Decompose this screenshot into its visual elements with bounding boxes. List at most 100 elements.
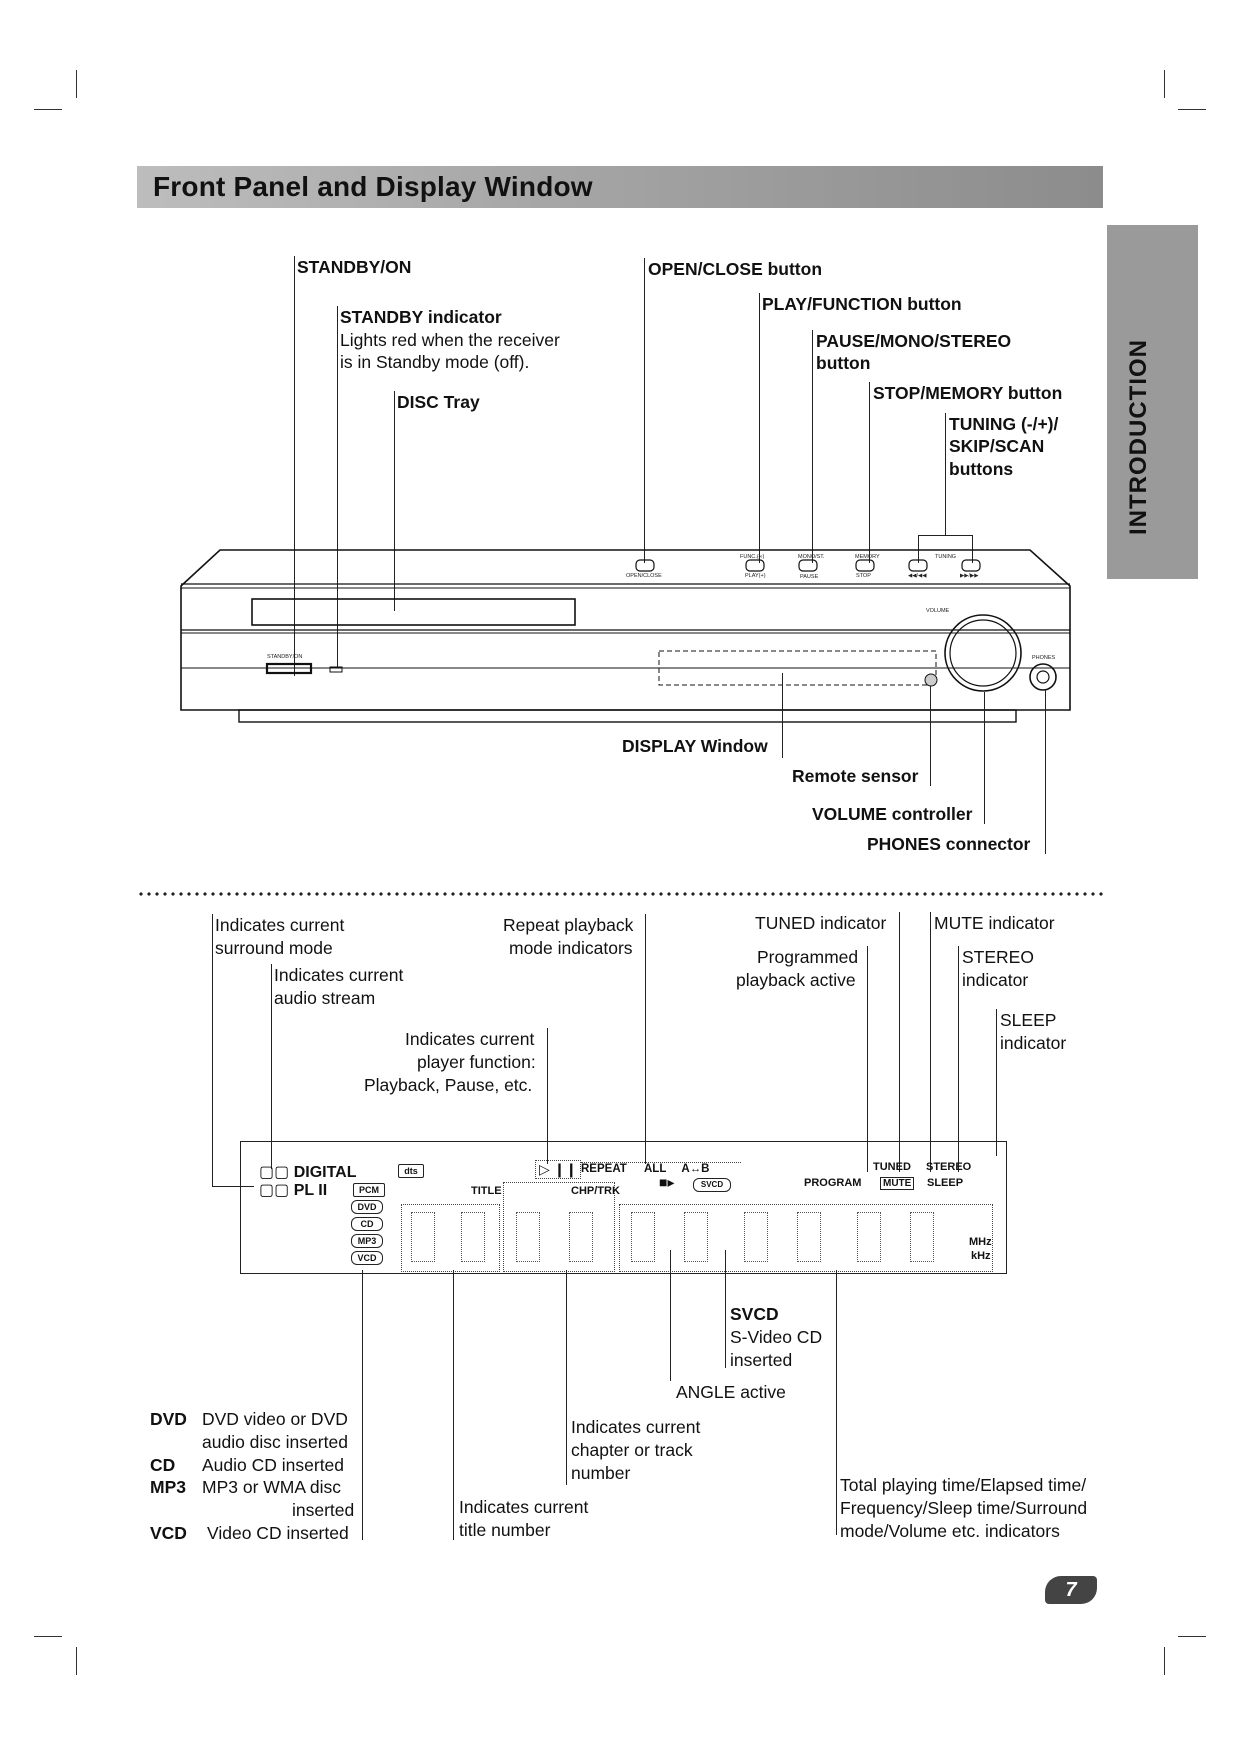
annot-function-1: Indicates current bbox=[405, 1029, 535, 1049]
leader-line bbox=[759, 293, 761, 563]
device-text-volume: VOLUME bbox=[926, 608, 950, 614]
annot-title-2: title number bbox=[459, 1520, 551, 1540]
label-phones-connector: PHONES connector bbox=[867, 834, 1031, 854]
device-text-memory: MEMORY bbox=[855, 554, 880, 560]
svcd-indicator: SVCD bbox=[693, 1178, 731, 1192]
leader-line bbox=[899, 912, 901, 1172]
digit-segment bbox=[516, 1212, 540, 1262]
leader-line bbox=[996, 1009, 998, 1156]
pl2-text: PL II bbox=[293, 1182, 328, 1199]
leader-line bbox=[918, 535, 920, 563]
disc-desc-mp3-1: MP3 or WMA disc bbox=[202, 1477, 342, 1497]
dolby-icon: ▢▢ bbox=[259, 1182, 290, 1199]
annot-total-1: Total playing time/Elapsed time/ bbox=[840, 1475, 1087, 1495]
leader-line bbox=[930, 686, 932, 786]
annot-sleep-2: indicator bbox=[1000, 1033, 1067, 1053]
device-text-func: FUNC.(∞) bbox=[740, 554, 765, 560]
annot-repeat-1: Repeat playback bbox=[503, 915, 634, 935]
annot-function-3: Playback, Pause, etc. bbox=[364, 1075, 533, 1095]
standby-desc-2: is in Standby mode (off). bbox=[340, 352, 530, 372]
annot-surround-2: surround mode bbox=[215, 938, 333, 958]
leader-line bbox=[869, 382, 871, 563]
crop-mark bbox=[1178, 109, 1206, 111]
main-digits-area bbox=[619, 1204, 993, 1272]
disc-desc-dvd-1: DVD video or DVD bbox=[202, 1409, 348, 1429]
label-standby-indicator: STANDBY indicator bbox=[340, 307, 502, 327]
angle-icon: ■▸ bbox=[659, 1174, 675, 1190]
label-open-close: OPEN/CLOSE button bbox=[648, 259, 823, 279]
title-indicator: TITLE bbox=[471, 1185, 502, 1197]
receiver-front-drawing bbox=[180, 549, 1071, 723]
annot-mute: MUTE indicator bbox=[934, 913, 1055, 933]
dolby-pl2-indicator: ▢▢ PL II bbox=[259, 1180, 327, 1200]
digital-text: DIGITAL bbox=[293, 1164, 357, 1181]
leader-line bbox=[930, 912, 932, 1172]
page-number: 7 bbox=[1045, 1576, 1097, 1604]
title-digits-area bbox=[401, 1204, 500, 1272]
sleep-indicator: SLEEP bbox=[927, 1177, 964, 1189]
leader-line bbox=[212, 1186, 254, 1188]
repeat-ab-text: A↔B bbox=[681, 1163, 710, 1175]
digit-segment bbox=[797, 1212, 821, 1262]
label-tuning-3: buttons bbox=[949, 459, 1014, 479]
annot-stereo-1: STEREO bbox=[962, 947, 1034, 967]
chp-trk-indicator: CHP/TRK bbox=[571, 1185, 620, 1197]
label-tuning-1: TUNING (-/+)/ bbox=[949, 414, 1059, 434]
side-tab: INTRODUCTION bbox=[1107, 225, 1198, 579]
annot-svcd-1: S-Video CD bbox=[730, 1327, 823, 1347]
standby-desc-1: Lights red when the receiver bbox=[340, 330, 560, 350]
vcd-indicator: VCD bbox=[351, 1251, 383, 1265]
label-play-function: PLAY/FUNCTION button bbox=[762, 294, 962, 314]
label-pause-mono-stereo-2: button bbox=[816, 353, 871, 373]
crop-mark bbox=[34, 109, 62, 111]
label-remote-sensor: Remote sensor bbox=[792, 766, 919, 786]
digit-segment bbox=[744, 1212, 768, 1262]
mhz-indicator: MHz bbox=[969, 1236, 992, 1248]
leader-line bbox=[566, 1270, 568, 1485]
disc-key-mp3: MP3 bbox=[150, 1477, 186, 1497]
device-text-standby-on: STANDBY/ON bbox=[267, 654, 303, 660]
repeat-all-text: ALL bbox=[644, 1163, 667, 1175]
device-text-play: PLAY(+) bbox=[745, 573, 766, 579]
dolby-icon: ▢▢ bbox=[259, 1164, 290, 1181]
device-text-open-close: OPEN/CLOSE bbox=[626, 573, 662, 579]
annot-angle: ANGLE active bbox=[676, 1382, 786, 1402]
annot-svcd-2: inserted bbox=[730, 1350, 793, 1370]
annot-chapter-3: number bbox=[571, 1463, 631, 1483]
stereo-indicator: STEREO bbox=[926, 1161, 972, 1173]
annot-programmed-2: playback active bbox=[736, 970, 856, 990]
digit-segment bbox=[569, 1212, 593, 1262]
crop-mark bbox=[1164, 70, 1166, 98]
leader-line bbox=[644, 258, 646, 563]
leader-line bbox=[362, 1270, 364, 1540]
tuned-indicator: TUNED bbox=[873, 1161, 911, 1173]
program-indicator: PROGRAM bbox=[804, 1177, 862, 1189]
cd-indicator: CD bbox=[351, 1217, 383, 1231]
device-text-stop: STOP bbox=[856, 573, 871, 579]
label-tuning-2: SKIP/SCAN bbox=[949, 436, 1045, 456]
mute-indicator: MUTE bbox=[880, 1177, 915, 1190]
leader-line bbox=[212, 914, 214, 1186]
digit-segment bbox=[411, 1212, 435, 1262]
annot-chapter-2: chapter or track bbox=[571, 1440, 693, 1460]
annot-audio-1: Indicates current bbox=[274, 965, 404, 985]
leader-line bbox=[725, 1250, 727, 1368]
label-stop-memory: STOP/MEMORY button bbox=[873, 383, 1063, 403]
annot-audio-2: audio stream bbox=[274, 988, 376, 1008]
mp3-indicator: MP3 bbox=[351, 1234, 383, 1248]
disc-key-dvd: DVD bbox=[150, 1409, 187, 1429]
disc-key-vcd: VCD bbox=[150, 1523, 187, 1543]
leader-line bbox=[945, 413, 947, 535]
annot-programmed-1: Programmed bbox=[757, 947, 859, 967]
leader-line bbox=[271, 964, 273, 1169]
device-text-pause: PAUSE bbox=[800, 574, 819, 580]
annot-total-3: mode/Volume etc. indicators bbox=[840, 1521, 1060, 1541]
leader-line bbox=[782, 673, 784, 758]
device-text-mono-st: MONO/ST. bbox=[798, 554, 825, 560]
digit-segment bbox=[631, 1212, 655, 1262]
leader-line bbox=[1045, 690, 1047, 854]
device-text-skip-fwd: ▶▶/▶▶ bbox=[960, 573, 979, 579]
digit-segment bbox=[910, 1212, 934, 1262]
label-pause-mono-stereo-1: PAUSE/MONO/STEREO bbox=[816, 331, 1012, 351]
device-text-tuning: TUNING bbox=[935, 554, 957, 560]
